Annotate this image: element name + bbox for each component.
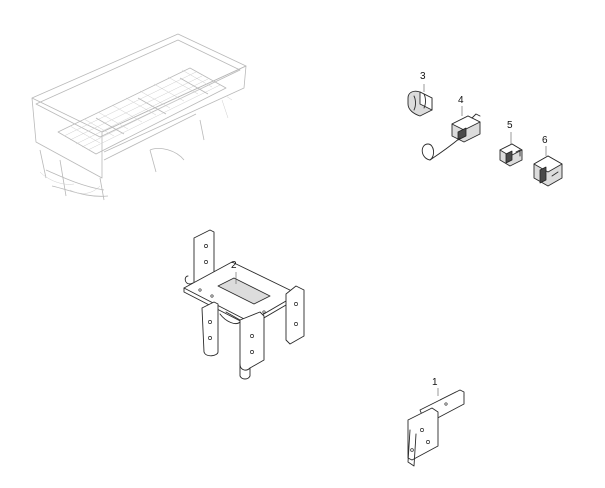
callout-2: 2 <box>231 260 237 271</box>
callout-1: 1 <box>432 377 438 388</box>
part-2-bracket <box>183 229 305 380</box>
callout-5: 5 <box>507 120 513 131</box>
part-3-plug <box>407 84 433 117</box>
part-6-connector-housing <box>533 146 563 187</box>
part-5-connector <box>499 132 523 167</box>
callout-6: 6 <box>542 135 548 146</box>
part-4-cabled-connector <box>421 106 481 161</box>
callout-4: 4 <box>458 95 464 106</box>
callout-3: 3 <box>420 71 426 82</box>
part-1-angle-bracket <box>407 388 465 467</box>
reference-spreader-machine <box>31 33 247 201</box>
